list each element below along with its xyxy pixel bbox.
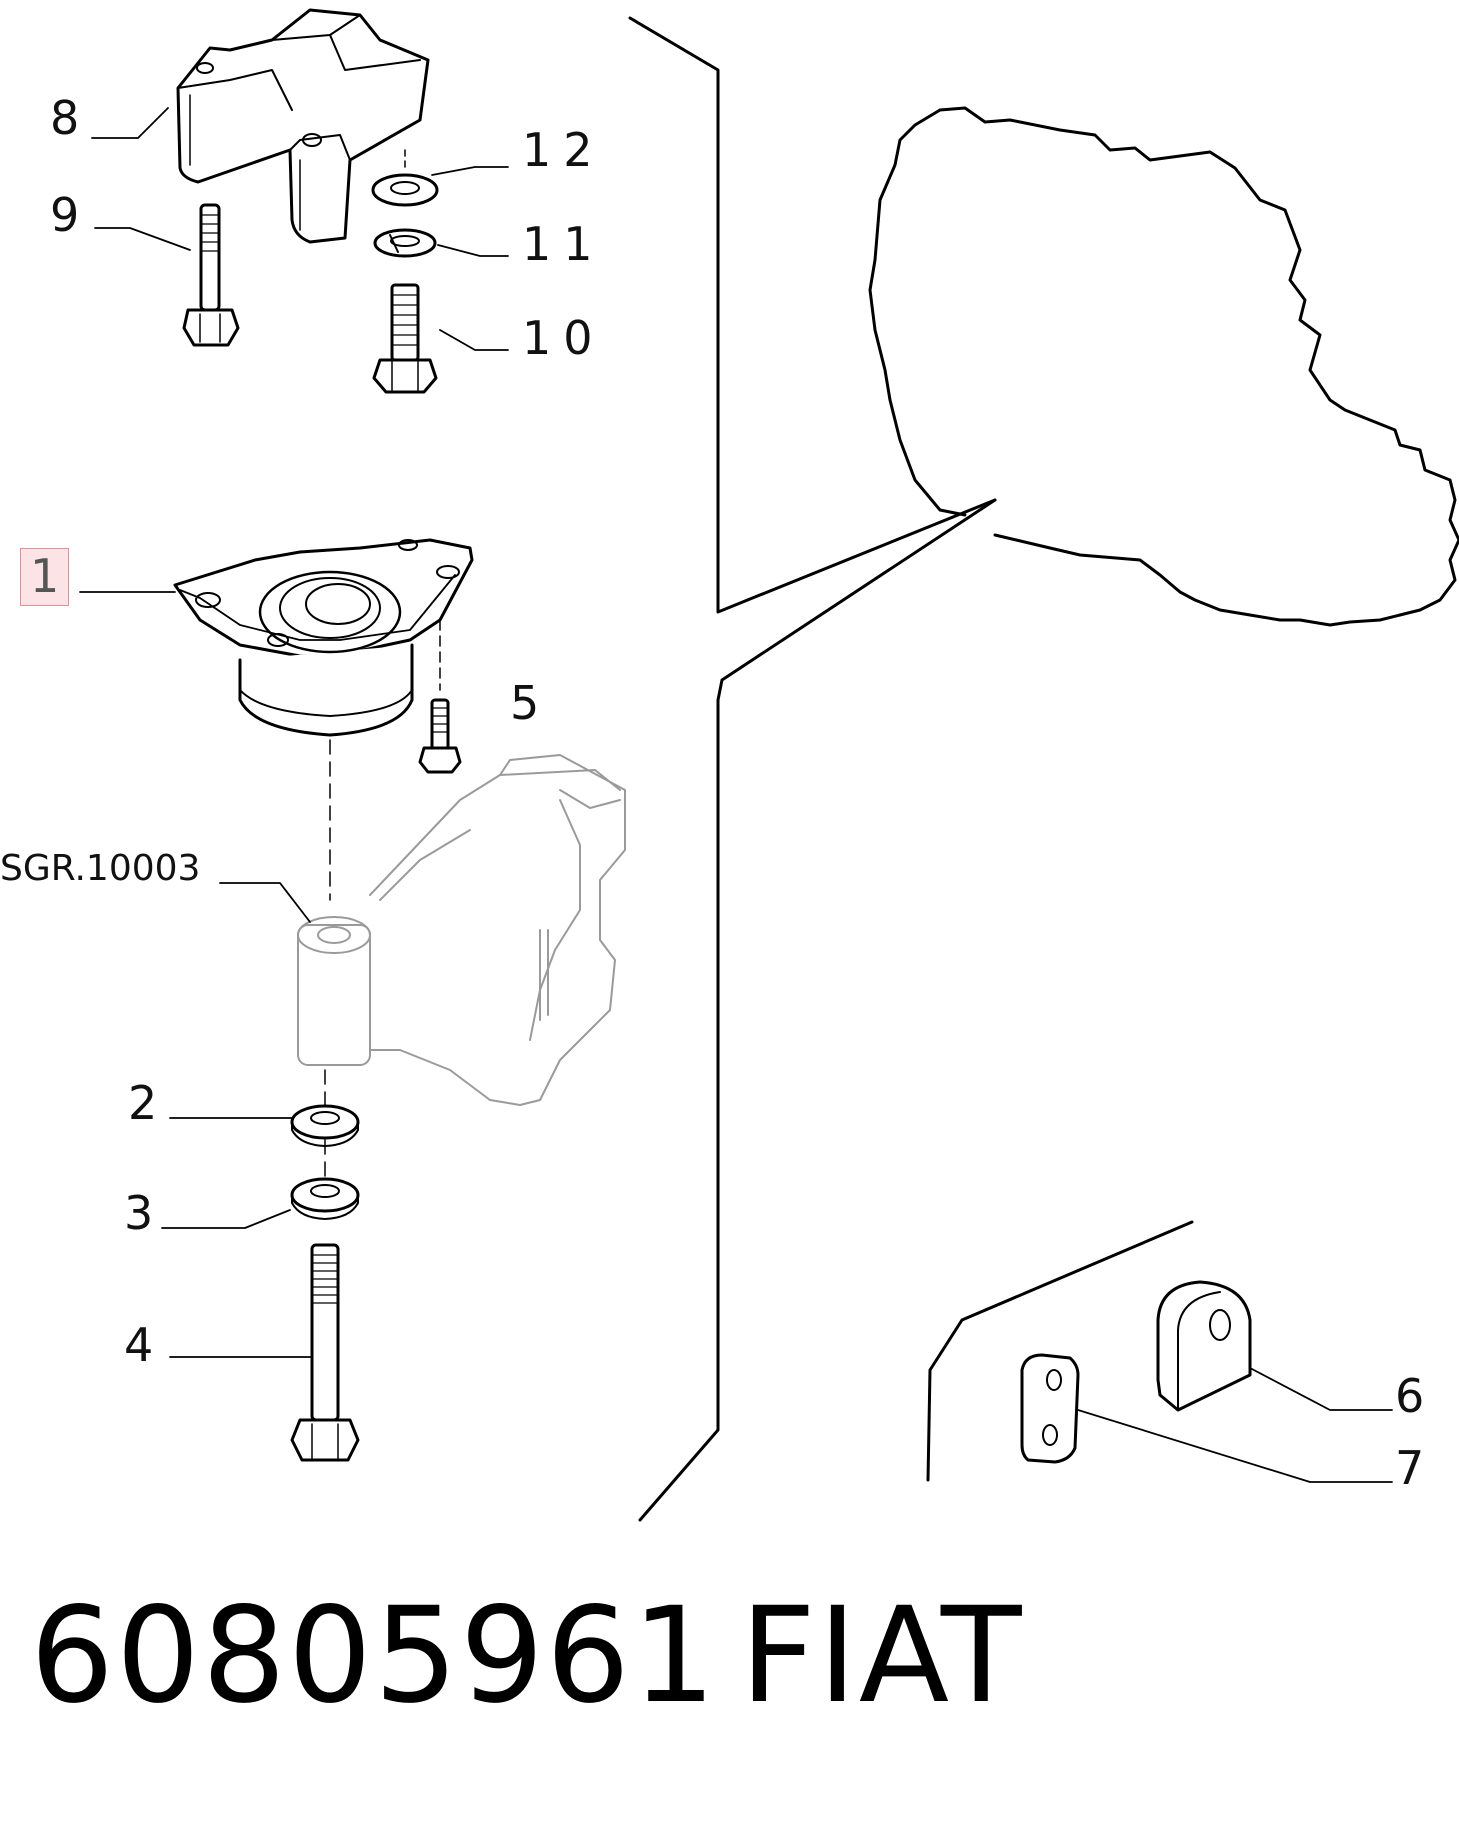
- frame-lines: [628, 16, 997, 1522]
- callout-4[interactable]: 4: [124, 1318, 166, 1372]
- callout-10[interactable]: 10: [522, 311, 605, 365]
- part-5-bolt: [418, 619, 462, 774]
- gearbox-outline: [868, 106, 1459, 627]
- callout-9[interactable]: 9: [50, 188, 92, 242]
- part-6-tab-plate: [1156, 1280, 1252, 1412]
- callout-7[interactable]: 7: [1395, 1441, 1437, 1495]
- part-4-long-bolt: [290, 1243, 360, 1462]
- part-3-washer: [290, 1177, 360, 1220]
- callout-3[interactable]: 3: [124, 1186, 166, 1240]
- leader-lines-inset: [1077, 1367, 1393, 1483]
- callout-12[interactable]: 12: [522, 123, 605, 177]
- callout-8[interactable]: 8: [50, 91, 92, 145]
- part-number: 60805961: [30, 1579, 718, 1733]
- callout-2[interactable]: 2: [128, 1076, 170, 1130]
- callout-11[interactable]: 11: [522, 217, 605, 271]
- leader-lines-lower: [161, 1117, 311, 1358]
- part-11-split-washer: [373, 228, 437, 258]
- callout-sgr-reference[interactable]: SGR.10003: [0, 848, 201, 889]
- part-1-engine-mount: [173, 538, 474, 737]
- sgr-bracket: [297, 754, 626, 1106]
- leader-lines-upper: [91, 107, 509, 351]
- part-2-washer: [290, 1104, 360, 1147]
- callout-5[interactable]: 5: [510, 676, 552, 730]
- callout-1-highlighted[interactable]: 1: [20, 548, 70, 606]
- part-7-plate: [1020, 1353, 1080, 1464]
- leader-lines-middle: [79, 591, 311, 923]
- part-9-bolt: [182, 203, 240, 347]
- brand-name: FIAT: [740, 1579, 1024, 1733]
- part-8-bracket: [176, 8, 430, 244]
- callout-6[interactable]: 6: [1395, 1369, 1437, 1423]
- part-10-bolt: [372, 283, 438, 394]
- inset-frame: [926, 1220, 1194, 1482]
- part-12-washer: [371, 149, 439, 207]
